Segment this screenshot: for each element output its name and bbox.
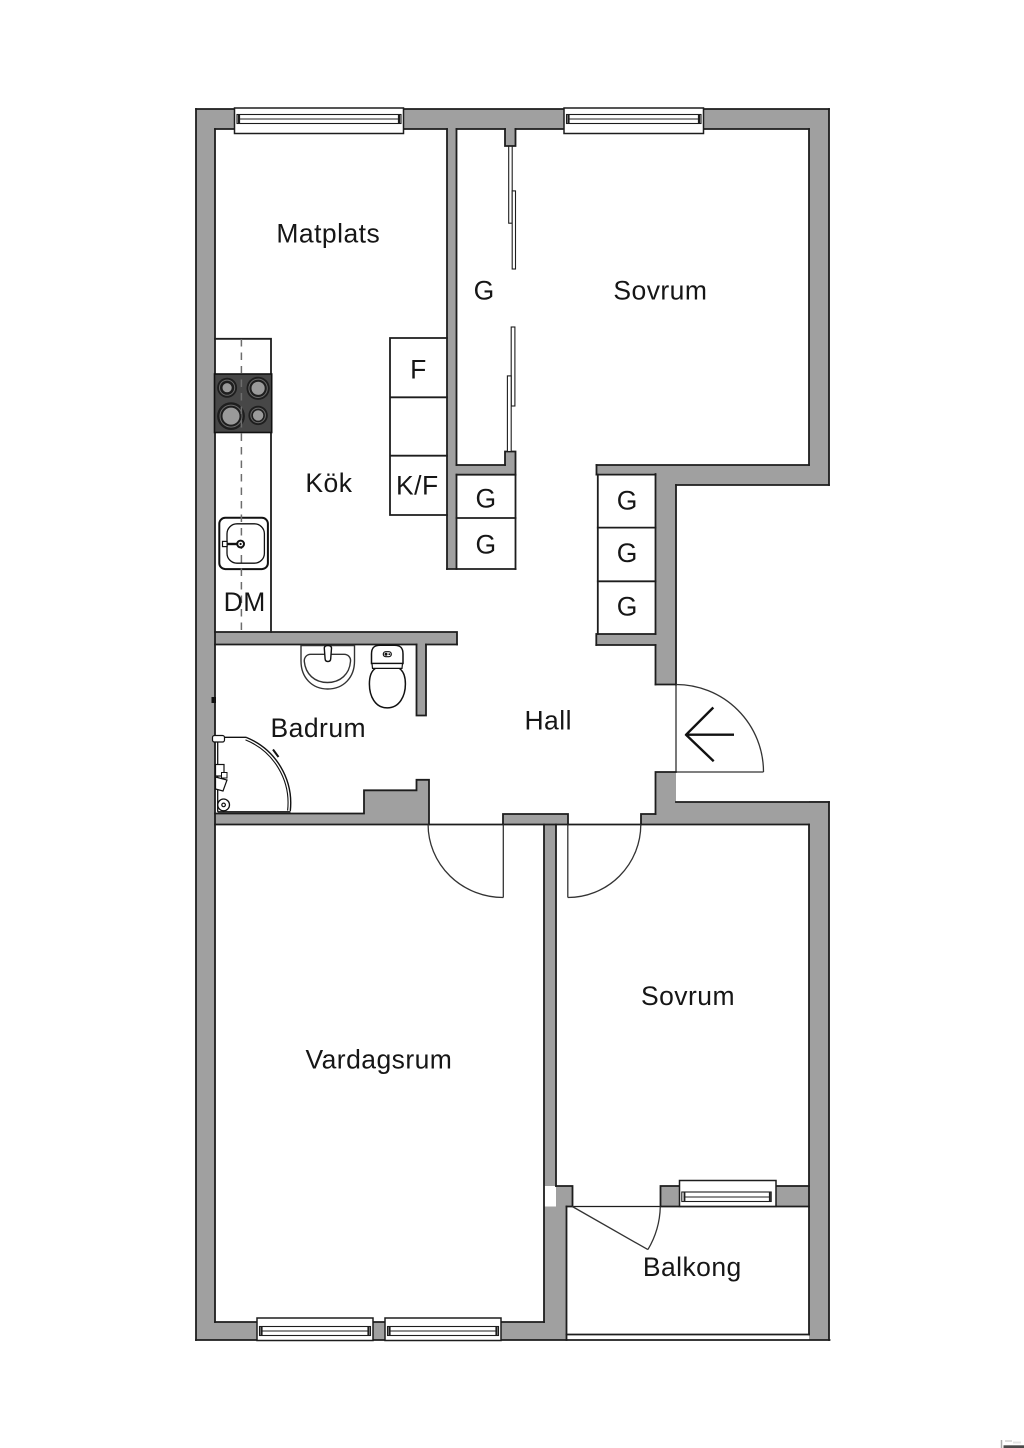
svg-text:Hall: Hall [524, 706, 571, 736]
svg-text:Sovrum: Sovrum [641, 981, 735, 1011]
svg-text:Badrum: Badrum [271, 713, 367, 743]
svg-text:G: G [475, 530, 496, 560]
svg-text:G: G [474, 276, 495, 306]
svg-text:DM: DM [224, 587, 266, 617]
svg-text:G: G [617, 485, 638, 515]
svg-text:Sovrum: Sovrum [613, 275, 707, 305]
svg-text:Vardagsrum: Vardagsrum [305, 1045, 452, 1075]
svg-text:Matplats: Matplats [276, 219, 380, 249]
svg-text:G: G [617, 538, 638, 568]
svg-text:G: G [475, 484, 496, 514]
svg-text:G: G [617, 592, 638, 622]
svg-text:Kök: Kök [305, 468, 352, 498]
svg-text:K/F: K/F [396, 471, 439, 501]
svg-text:F: F [410, 354, 427, 384]
svg-text:Balkong: Balkong [643, 1252, 742, 1282]
